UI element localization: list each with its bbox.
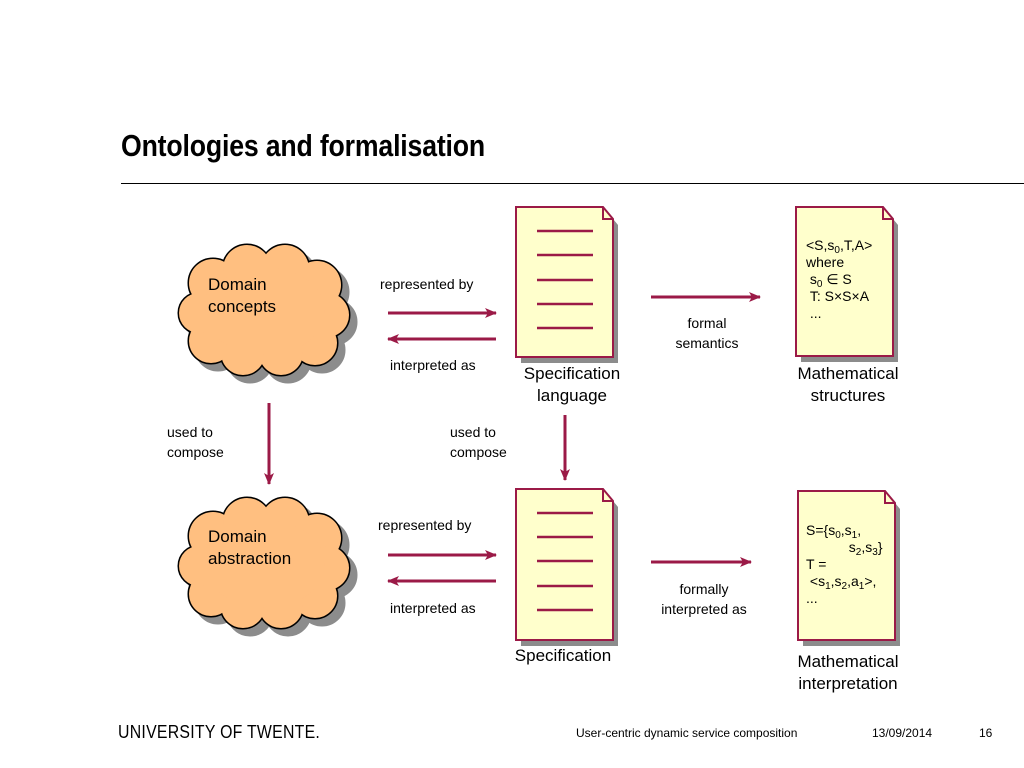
interpreted-as-top-label: interpreted as — [390, 357, 476, 373]
represented-by-bottom-label: represented by — [378, 517, 472, 533]
specification-caption: Specification — [514, 646, 612, 665]
math-line-where: where — [806, 254, 845, 270]
university-logo-text: UNIVERSITY OF TWENTE. — [118, 722, 321, 742]
interpreted-as-bottom-label: interpreted as — [390, 600, 476, 616]
formal-semantics-label: formal semantics — [675, 315, 739, 351]
math-line-ellipsis: ... — [806, 305, 822, 321]
math-line-transition-tuple: <s1,s2,a1>, — [806, 573, 877, 592]
spec-language-caption: Specification language — [523, 364, 621, 405]
math-interpretation-content: S={s0,s1, s2,s3} T = <s1,s2,a1>, ... — [806, 522, 883, 607]
slide-title: Ontologies and formalisation — [121, 128, 486, 163]
math-structures-document — [795, 206, 898, 362]
math-line-s0-in-s: s0 ∈ S — [806, 271, 852, 290]
math-structures-content: <S,s0,T,A> where s0 ∈ S T: S×S×A ... — [806, 237, 872, 322]
math-line-ellipsis-2: ... — [806, 590, 818, 606]
math-line-transition: T: S×S×A — [806, 288, 870, 304]
spec-language-document — [515, 206, 618, 363]
formally-interpreted-label: formally interpreted as — [661, 581, 747, 617]
math-line-states-cont: s2,s3} — [806, 539, 883, 558]
math-line-t-eq: T = — [806, 556, 827, 572]
math-line-tuple: <S,s0,T,A> — [806, 237, 873, 256]
represented-by-top-label: represented by — [380, 276, 474, 292]
footer-talk-title: User-centric dynamic service composition — [576, 726, 798, 740]
math-interpretation-document — [797, 490, 900, 646]
math-line-states: S={s0,s1, — [806, 522, 862, 541]
footer-date: 13/09/2014 — [872, 726, 933, 740]
domain-abstraction-label: Domain abstraction — [208, 527, 292, 568]
specification-document — [515, 488, 618, 646]
title-divider — [121, 183, 1024, 184]
used-to-compose-mid-label: used to compose — [450, 424, 507, 460]
math-structures-caption: Mathematical structures — [797, 364, 899, 405]
math-interpretation-caption: Mathematical interpretation — [797, 652, 899, 693]
page-number: 16 — [979, 726, 993, 740]
used-to-compose-left-label: used to compose — [167, 424, 224, 460]
domain-concepts-label: Domain concepts — [208, 275, 277, 316]
